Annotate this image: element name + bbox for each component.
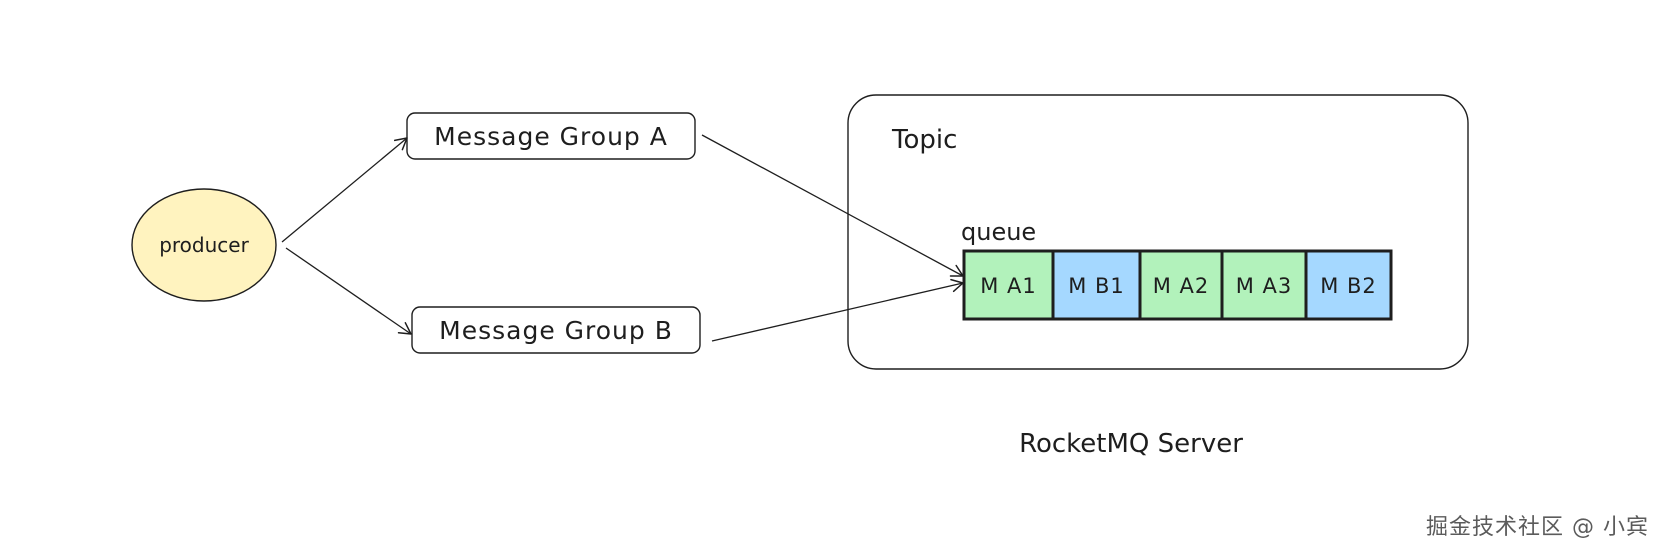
arrow-group-b-to-queue: [711, 278, 964, 342]
message-group-a-box: [406, 112, 696, 160]
topic-container: [847, 94, 1469, 370]
message-group-b-box: [411, 306, 701, 354]
queue-cell-m-a3: [1220, 249, 1308, 321]
producer-node: [131, 188, 277, 302]
queue-cell-label: M B1: [1068, 274, 1125, 298]
arrow-producer-to-group-a: [281, 137, 408, 243]
topic-label: Topic: [891, 125, 957, 155]
queue-cell-label: M A1: [980, 274, 1037, 298]
queue-cell-label: M B2: [1320, 274, 1377, 298]
watermark: 掘金技术社区 @ 小宾: [1426, 515, 1649, 540]
queue-cell-m-a2: [1138, 249, 1224, 321]
arrow-producer-to-group-b: [285, 247, 412, 335]
arrow-group-a-to-queue: [701, 134, 964, 277]
queue-cells: M A1 M B1 M A2 M A3 M B2: [962, 249, 1393, 321]
message-group-b-label: Message Group B: [439, 316, 673, 345]
queue-cell-label: M A2: [1153, 274, 1210, 298]
queue-cell-m-b2: [1304, 249, 1393, 321]
queue-label: queue: [961, 218, 1036, 246]
queue-cell-label: M A3: [1236, 274, 1293, 298]
producer-label: producer: [159, 233, 249, 257]
message-group-a-label: Message Group A: [434, 122, 668, 151]
server-label: RocketMQ Server: [1019, 429, 1243, 459]
